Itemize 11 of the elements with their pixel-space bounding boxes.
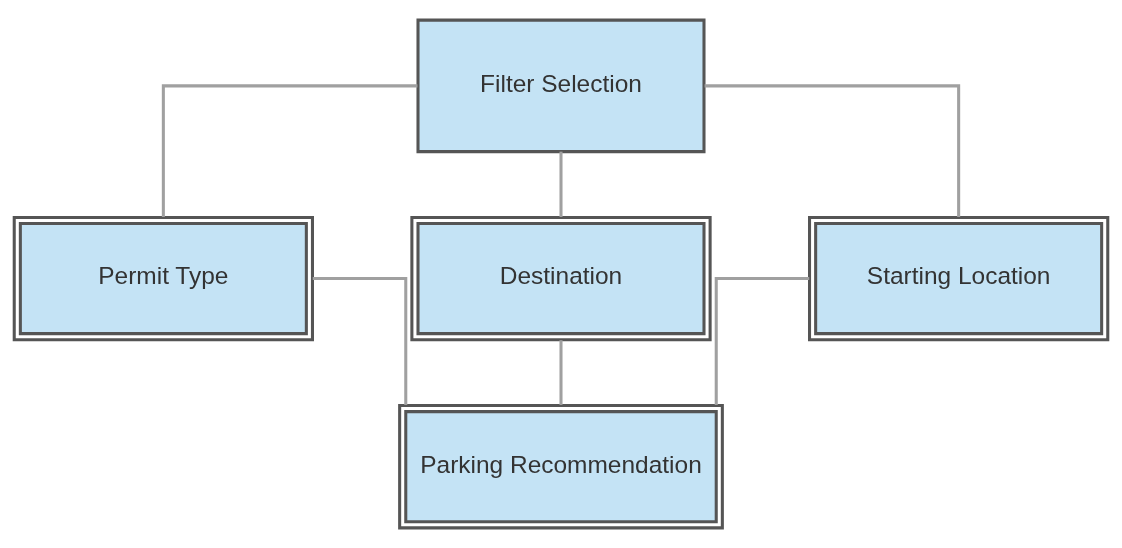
node-box: Filter Selection <box>416 18 706 154</box>
node-box: Destination <box>410 215 712 342</box>
connector <box>704 84 961 218</box>
node-box: Permit Type <box>12 215 314 342</box>
connector <box>714 277 810 406</box>
connector <box>559 151 563 217</box>
connector <box>559 340 563 405</box>
connector <box>161 84 418 218</box>
node-box: Starting Location <box>808 215 1110 342</box>
connector <box>312 277 408 406</box>
node-box: Parking Recommendation <box>398 404 724 530</box>
